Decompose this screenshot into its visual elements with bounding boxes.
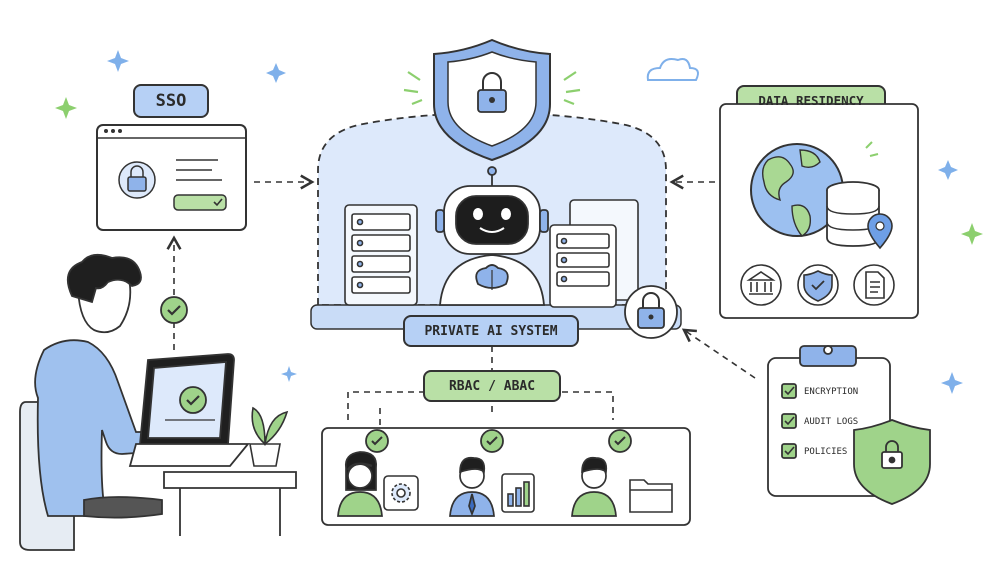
bank-icon — [740, 264, 782, 306]
shield-lock-green-icon — [853, 419, 931, 505]
checklist-item-policies: POLICIES — [804, 447, 848, 457]
shield-lock-icon — [433, 38, 551, 162]
check-circle-icon — [160, 296, 188, 324]
user-avatar-1 — [337, 451, 383, 517]
plant-icon — [249, 406, 289, 467]
glow-marks — [403, 71, 581, 106]
user-avatar-3 — [571, 456, 617, 517]
lock-badge-icon — [624, 285, 678, 339]
user-check-icons — [365, 429, 632, 453]
shield-check-icon — [797, 264, 839, 306]
chart-report-icon — [501, 473, 535, 513]
sso-label: SSO — [155, 91, 187, 111]
user-at-laptop-illustration — [19, 253, 297, 551]
user-avatar-2 — [449, 456, 495, 517]
data-residency-panel — [719, 103, 919, 319]
private-ai-system-label: PRIVATE AI SYSTEM — [424, 323, 558, 339]
cloud-icon — [646, 58, 699, 81]
gear-icon — [383, 475, 419, 511]
server-rack-right-icon — [549, 199, 639, 308]
private-ai-tag-box — [403, 315, 579, 347]
sparkle-icon — [107, 50, 963, 394]
sso-login-window — [96, 124, 247, 231]
data-residency-label: DATA RESIDENCY — [758, 93, 864, 108]
rbac-abac-label: RBAC / ABAC — [448, 378, 536, 394]
document-icon — [853, 264, 895, 306]
server-rack-icon — [344, 204, 418, 306]
sparkle-green-icon — [55, 97, 983, 245]
folder-icon — [629, 479, 673, 513]
checklist-item-encryption: ENCRYPTION — [804, 387, 859, 397]
ai-robot-icon — [435, 166, 549, 306]
rbac-tag-box — [423, 370, 561, 402]
sso-tag-box — [133, 84, 209, 118]
checklist-item-audit-logs: AUDIT LOGS — [804, 417, 859, 427]
